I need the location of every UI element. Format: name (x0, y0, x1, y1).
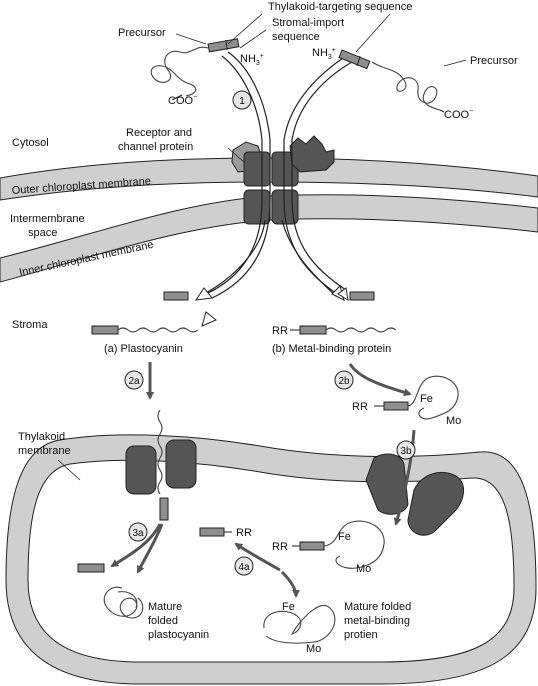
step-3a: 3a (128, 522, 148, 542)
metal-binding-folded-stroma (374, 375, 459, 420)
label-stromal-import-1: Stromal-import (272, 17, 344, 29)
svg-text:3a: 3a (132, 528, 144, 539)
precursor-left (150, 38, 240, 101)
plastocyanin-threading (157, 409, 163, 495)
arrow-3a-left (110, 523, 162, 568)
label-mo-mature: Mo (306, 643, 321, 655)
arrow-3a-down (136, 523, 164, 574)
label-mature-plasto-3: plastocyanin (148, 629, 209, 641)
label-stromal-import-2: sequence (272, 31, 320, 43)
import-arrowhead-right-2 (337, 287, 349, 301)
label-coo-right: COO− (444, 108, 473, 121)
step-3b: 3b (396, 440, 416, 460)
label-rr-stroma: RR (272, 325, 288, 337)
precursor-import-paths (199, 51, 353, 299)
label-intermembrane-1: Intermembrane (10, 213, 85, 225)
step-2a: 2a (124, 370, 144, 390)
import-arrowhead-left-2 (201, 311, 217, 327)
step-1: 1 (232, 90, 252, 110)
thylakoid-membrane (5, 434, 537, 685)
label-receptor-1: Receptor and (126, 127, 192, 139)
label-rr-thylakoid: RR (272, 541, 288, 553)
label-mature-plasto-1: Mature (148, 601, 182, 613)
label-fe-mature: Fe (282, 601, 295, 613)
mature-metal-binding (263, 605, 336, 644)
cleaved-signal-right (349, 291, 375, 301)
mature-plastocyanin (103, 586, 144, 619)
thylakoid-channel-sec (125, 439, 197, 495)
arrow-2b (348, 363, 412, 397)
label-stroma: Stroma (12, 319, 48, 331)
metal-binding-folded-thylakoid (292, 520, 385, 569)
label-mature-metal-2: metal-binding (344, 615, 410, 627)
cleaved-plasto-signal (77, 563, 105, 573)
label-plastocyanin: (a) Plastocyanin (104, 343, 183, 355)
cleaved-signal-left (163, 291, 189, 301)
label-thylakoid-membrane-2: membrane (18, 445, 71, 457)
label-mature-plasto-2: folded (148, 615, 178, 627)
label-metal-binding: (b) Metal-binding protein (272, 343, 391, 355)
label-receptor-2: channel protein (118, 141, 193, 153)
svg-text:2a: 2a (128, 376, 140, 387)
label-mature-metal-3: protien (344, 629, 378, 641)
label-mo-thylakoid: Mo (356, 563, 371, 575)
label-intermembrane-2: space (28, 227, 57, 239)
cleaved-rr-signal (199, 527, 225, 537)
label-mo-2b: Mo (446, 415, 461, 427)
plastocyanin-signal-in-channel (159, 497, 169, 521)
inner-chloroplast-membrane (0, 194, 538, 283)
label-fe-2b: Fe (420, 393, 433, 405)
svg-text:4a: 4a (238, 562, 250, 573)
thylakoid-channel-tat (365, 453, 464, 536)
label-cytosol: Cytosol (12, 137, 49, 149)
metal-binding-intermediate (290, 325, 397, 335)
label-nh3-right: NH3+ (312, 47, 336, 61)
label-thylakoid-membrane-1: Thylakoid (18, 431, 65, 443)
label-rr-cleaved: RR (236, 527, 252, 539)
label-precursor-left: Precursor (118, 27, 166, 39)
svg-text:3b: 3b (400, 446, 412, 457)
step-4a: 4a (234, 556, 254, 576)
label-fe-thylakoid: Fe (338, 531, 351, 543)
label-thylakoid-targeting: Thylakoid-targeting sequence (268, 1, 412, 13)
step-2b: 2b (334, 370, 354, 390)
label-precursor-right: Precursor (470, 55, 518, 67)
precursor-right (338, 49, 467, 113)
label-nh3-left: NH3+ (240, 53, 264, 67)
svg-text:1: 1 (239, 96, 245, 107)
label-mature-metal-1: Mature folded (344, 601, 411, 613)
label-coo-left: COO− (168, 94, 197, 107)
svg-text:2b: 2b (338, 376, 350, 387)
arrow-4a-down (280, 570, 300, 598)
arrow-4a (234, 542, 281, 572)
import-arrowhead-left-1 (194, 287, 213, 301)
label-rr-2b: RR (352, 401, 368, 413)
arrow-3b (393, 429, 416, 526)
plastocyanin-intermediate (91, 325, 199, 335)
